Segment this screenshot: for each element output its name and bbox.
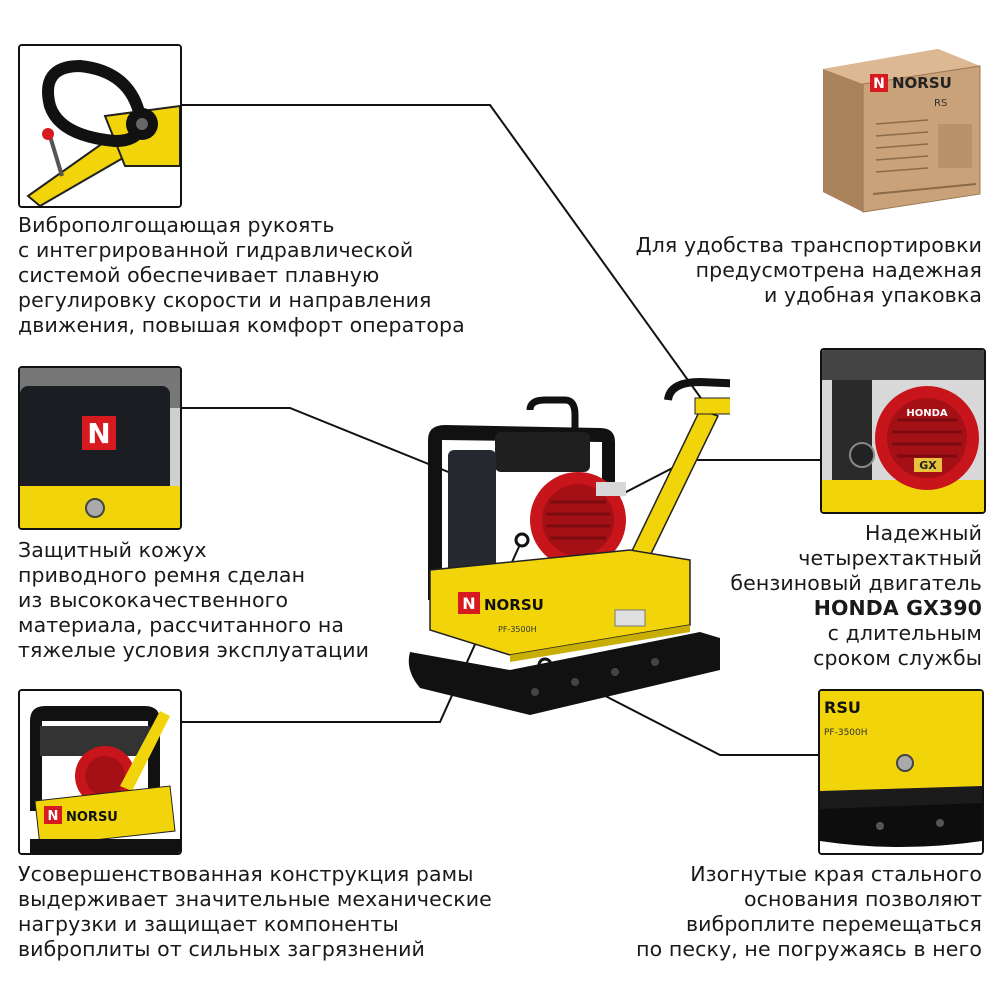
box-model: RS [934,98,947,109]
base-caption-line: Изогнутые края стального [690,862,982,886]
engine-caption-line: четырехтактный [798,546,982,570]
handle-caption: Виброполгощающая рукоять с интегрированн… [18,213,465,338]
guard-logo-letter: N [87,417,110,450]
engine-caption-line: сроком службы [813,646,982,670]
packaging-caption: Для удобства транспортировки предусмотре… [636,233,982,308]
machine-handle-arm [628,409,720,561]
packaging-caption-line: и удобная упаковка [764,283,982,307]
engine-caption-line: бензиновый двигатель [730,571,982,595]
base-plate-icon: RSU PF-3500H [820,691,982,853]
handle-icon [20,46,180,206]
engine-thumb-badge: GX [919,459,937,472]
engine-caption: Надежный четырехтактный бензиновый двига… [730,521,982,671]
belt-guard-thumbnail: N [18,366,182,530]
engine-caption-line: с длительным [827,621,982,645]
base-caption-line: по песку, не погружаясь в него [636,937,982,961]
base-caption: Изогнутые края стального основания позво… [636,862,982,962]
machine-brand: NORSU [484,596,544,614]
base-brand: RSU [824,698,861,717]
box-icon: N NORSU RS [823,49,981,213]
base-caption-line: основания позволяют [744,887,982,911]
handle-caption-line: движения, повышая комфорт оператора [18,313,465,337]
frame-icon: N NORSU [20,691,180,853]
machine-handle-loop [664,377,730,414]
handle-caption-line: регулировку скорости и направления [18,288,432,312]
engine-thumbnail: HONDA GX [820,348,986,514]
frame-logo-letter: N [48,809,59,824]
machine-logo-letter: N [462,594,475,613]
machine-base-plate [408,632,720,715]
frame-caption-line: виброплиты от сильных загрязнений [18,937,425,961]
plate-compactor-image: N NORSU PF-3500H [408,377,730,715]
frame-caption-line: нагрузки и защищает компоненты [18,912,399,936]
base-thumbnail: RSU PF-3500H [818,689,984,855]
handle-caption-line: с интегрированной гидравлической [18,238,414,262]
base-caption-line: виброплите перемещаться [685,912,982,936]
engine-caption-bold: HONDA GX390 [813,596,982,620]
belt-guard-caption-line: приводного ремня сделан [18,563,306,587]
guard-icon: N [20,368,180,528]
belt-guard-caption-line: Защитный кожух [18,538,207,562]
frame-thumbnail: N NORSU [18,689,182,855]
packaging-caption-line: предусмотрена надежная [695,258,982,282]
belt-guard-caption-line: тяжелые условия эксплуатации [18,638,370,662]
box-logo-letter: N [873,76,885,92]
frame-brand: NORSU [66,810,118,825]
engine-thumb-brand: HONDA [906,408,948,419]
packaging-caption-line: Для удобства транспортировки [635,233,982,257]
base-model: PF-3500H [824,728,868,738]
packaging-image: N NORSU RS [818,44,983,214]
engine-caption-line: Надежный [865,521,982,545]
machine-model: PF-3500H [498,625,537,634]
frame-caption-line: выдерживает значительные механические [18,887,492,911]
belt-guard-caption: Защитный кожух приводного ремня сделан и… [18,538,369,663]
frame-caption-line: Усовершенствованная конструкция рамы [18,862,474,886]
box-brand: NORSU [892,74,952,92]
handle-caption-line: системой обеспечивает плавную [18,263,380,287]
belt-guard-caption-line: из высококачественного [18,588,289,612]
handle-thumbnail [18,44,182,208]
frame-caption: Усовершенствованная конструкция рамы выд… [18,862,492,962]
engine-icon: HONDA GX [822,350,984,512]
handle-caption-line: Виброполгощающая рукоять [18,213,335,237]
belt-guard-caption-line: материала, рассчитанного на [18,613,345,637]
